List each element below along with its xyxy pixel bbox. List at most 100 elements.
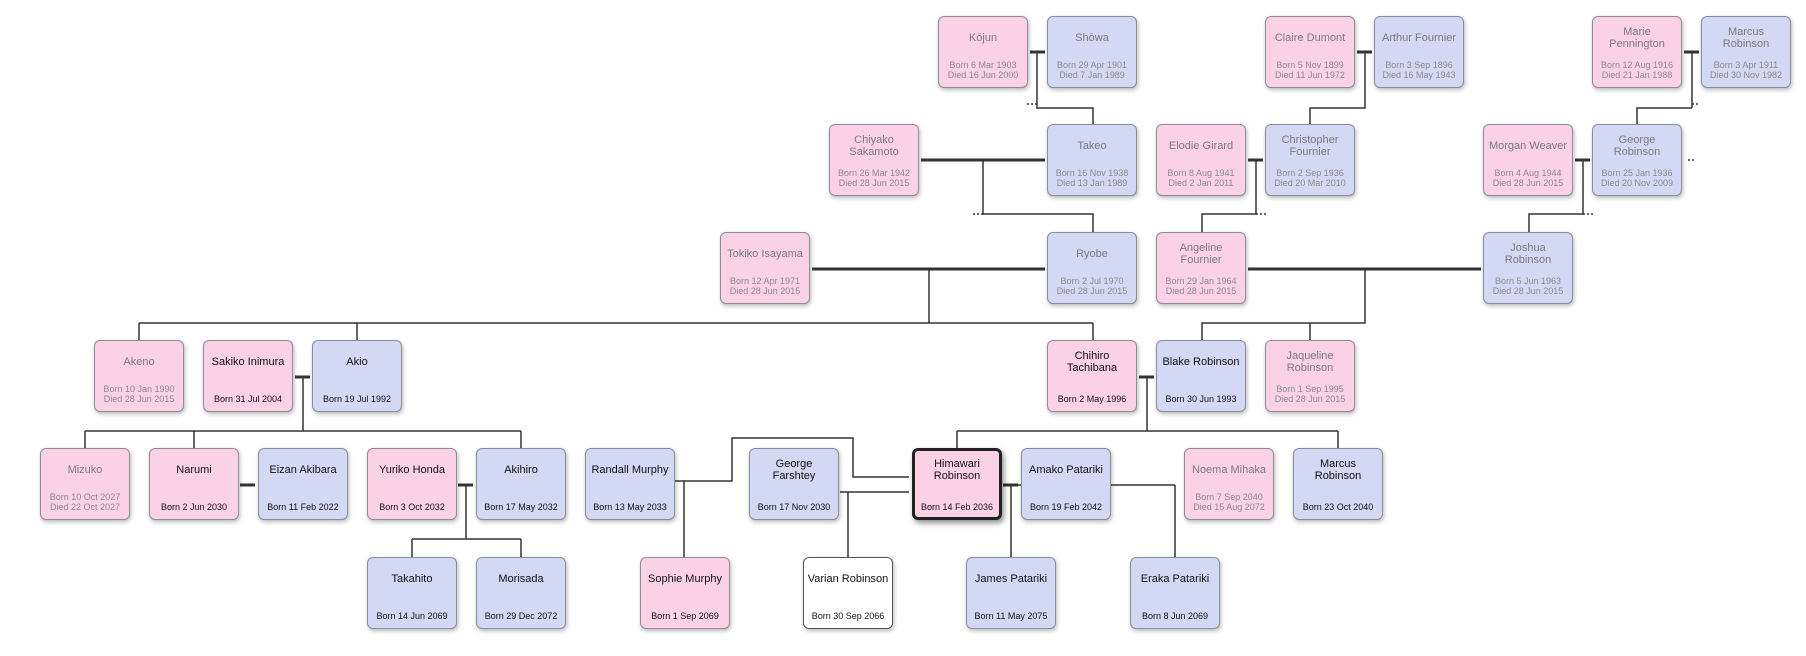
person-dates: Born 17 May 2032 (477, 502, 565, 512)
death-date: Died 28 Jun 2015 (1492, 178, 1564, 188)
person-name: Eraka Patariki (1140, 573, 1210, 585)
birth-date: Born 7 Sep 2040 (1195, 492, 1263, 502)
person-dates: Born 14 Jun 2069 (368, 611, 456, 621)
person-name: Takahito (391, 573, 433, 585)
birth-date: Born 2 Jul 1970 (1060, 276, 1124, 286)
birth-date: Born 13 May 2033 (593, 502, 667, 512)
death-date: Died 30 Nov 1982 (1709, 70, 1783, 80)
person-name: Joshua Robinson (1504, 242, 1552, 266)
person-name: Jaqueline Robinson (1286, 350, 1334, 374)
person-name: Morgan Weaver (1488, 140, 1568, 152)
person-dates: Born 2 Jun 2030 (150, 502, 238, 512)
birth-date: Born 30 Jun 1993 (1165, 394, 1237, 404)
birth-date: Born 2 May 1996 (1057, 394, 1127, 404)
person-name: Ryobe (1076, 248, 1108, 260)
birth-date: Born 2 Sep 1936 (1276, 168, 1344, 178)
person-dates: Born 3 Oct 2032 (368, 502, 456, 512)
person-dates: Born 17 Nov 2030 (750, 502, 838, 512)
person-name: Blake Robinson (1162, 356, 1240, 368)
death-date: Died 21 Jan 1988 (1601, 70, 1673, 80)
birth-date: Born 11 May 2075 (974, 611, 1048, 621)
person-name: Elodie Girard (1168, 140, 1234, 152)
death-date: Died 28 Jun 2015 (103, 394, 175, 404)
person-dates: Born 8 Jun 2069 (1131, 611, 1219, 621)
birth-date: Born 3 Oct 2032 (379, 502, 445, 512)
birth-date: Born 10 Jan 1990 (103, 384, 175, 394)
person-name: Sakiko Inimura (211, 356, 285, 368)
birth-date: Born 25 Jan 1936 (1601, 168, 1673, 178)
birth-date: Born 17 May 2032 (484, 502, 558, 512)
death-date: Died 22 Oct 2027 (49, 502, 121, 512)
person-name: Amako Patariki (1029, 464, 1103, 476)
birth-date: Born 2 Jun 2030 (160, 502, 228, 512)
birth-date: Born 6 Mar 1903 (949, 60, 1017, 70)
person-dates: Born 19 Feb 2042 (1022, 502, 1110, 512)
birth-date: Born 4 Aug 1944 (1494, 168, 1562, 178)
birth-date: Born 8 Aug 1941 (1167, 168, 1235, 178)
death-date: Died 28 Jun 2015 (1165, 286, 1237, 296)
person-dates: Born 29 Dec 2072 (477, 611, 565, 621)
person-name: Noema Mihaka (1192, 464, 1266, 476)
birth-date: Born 3 Apr 1911 (1713, 60, 1779, 70)
birth-date: Born 1 Sep 1995 (1276, 384, 1344, 394)
birth-date: Born 14 Jun 2069 (376, 611, 448, 621)
birth-date: Born 12 Aug 1916 (1600, 60, 1674, 70)
person-name: Akeno (123, 356, 155, 368)
death-date: Died 11 Jun 1972 (1275, 70, 1345, 80)
person-name: Arthur Fournier (1382, 32, 1456, 44)
person-name: Akihiro (504, 464, 538, 476)
person-name: Chiyako Sakamoto (849, 134, 899, 158)
person-dates: Born 19 Jul 1992 (313, 394, 401, 404)
person-name: Varian Robinson (807, 573, 889, 585)
person-dates: Born 2 May 1996 (1048, 394, 1136, 404)
